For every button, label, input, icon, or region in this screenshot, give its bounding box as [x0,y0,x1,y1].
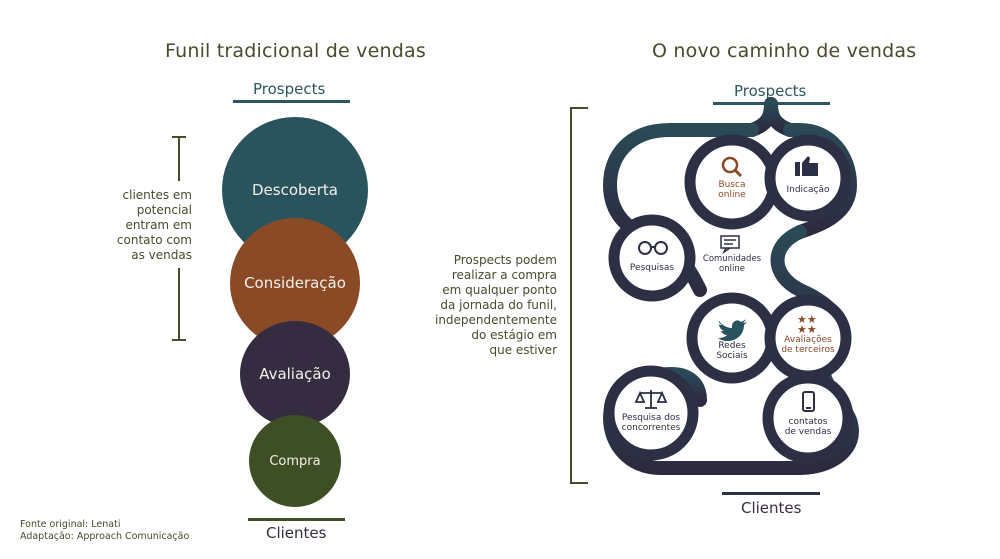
right-title: O novo caminho de vendas [652,40,917,62]
comunidades-label-2: online [719,264,745,274]
scales-icon [634,390,668,409]
comunidades-label-1: Comunidades [703,254,762,264]
right-prospects-label: Prospects [734,82,807,100]
svg-text:Pesquisa dos: Pesquisa dos [622,413,681,423]
left-side-text: clientes em potencial entram em contato … [116,188,192,262]
svg-text:online: online [718,190,746,200]
svg-text:Avaliações: Avaliações [784,335,832,345]
left-prospects-line [233,100,350,103]
node-contatos [762,372,854,464]
stars-icon: ★★ ★★ [797,313,817,336]
svg-text:online: online [719,264,745,274]
right-clientes-line [722,492,820,495]
svg-text:Indicação: Indicação [786,185,829,195]
svg-text:Busca: Busca [718,180,745,190]
indicacao-label: Indicação [786,185,829,195]
right-side-text: Prospects podem realizar a compra em qua… [434,253,557,357]
svg-text:Redes: Redes [718,341,746,351]
avaliacoes-label-2: de terceiros [781,345,835,355]
phone-icon [802,391,815,412]
left-prospects-label: Prospects [253,80,326,98]
chat-icon [720,235,740,255]
glasses-icon [638,241,668,255]
stage-avaliacao: Avaliação [240,321,350,427]
pesquisas-label: Pesquisas [630,263,674,273]
redes-label-2: Sociais [716,351,748,361]
busca-label-1: Busca [718,180,745,190]
right-clientes-label: Clientes [741,499,802,517]
svg-text:Sociais: Sociais [716,351,748,361]
svg-text:de terceiros: de terceiros [781,345,835,355]
stage-descoberta: Descoberta [222,117,368,263]
twitter-icon [718,319,747,341]
svg-text:Pesquisas: Pesquisas [630,263,674,273]
redes-label-1: Redes [718,341,746,351]
svg-text:Comunidades: Comunidades [703,254,762,264]
search-icon [721,156,743,178]
node-concorrentes [603,365,699,461]
svg-text:★★: ★★ [797,313,817,326]
left-clientes-line [248,518,345,521]
svg-text:de vendas: de vendas [785,427,832,437]
contatos-label-2: de vendas [785,427,832,437]
svg-text:★★: ★★ [797,323,817,336]
stage-compra: Compra [249,415,341,507]
contatos-label-1: contatos [789,417,828,427]
busca-label-2: online [718,190,746,200]
footer-source: Fonte original: Lenati [20,519,121,530]
avaliacoes-label-1: Avaliações [784,335,832,345]
svg-text:concorrentes: concorrentes [622,423,681,433]
footer-adaptation: Adaptação: Approach Comunicação [20,531,190,542]
svg-text:contatos: contatos [789,417,828,427]
node-pesquisas [608,214,696,302]
thumbs-up-icon [795,156,818,176]
concorrentes-label-1: Pesquisa dos [622,413,681,423]
node-indicacao [764,134,852,222]
left-title: Funil tradicional de vendas [165,40,426,62]
concorrentes-label-2: concorrentes [622,423,681,433]
left-clientes-label: Clientes [266,524,327,542]
